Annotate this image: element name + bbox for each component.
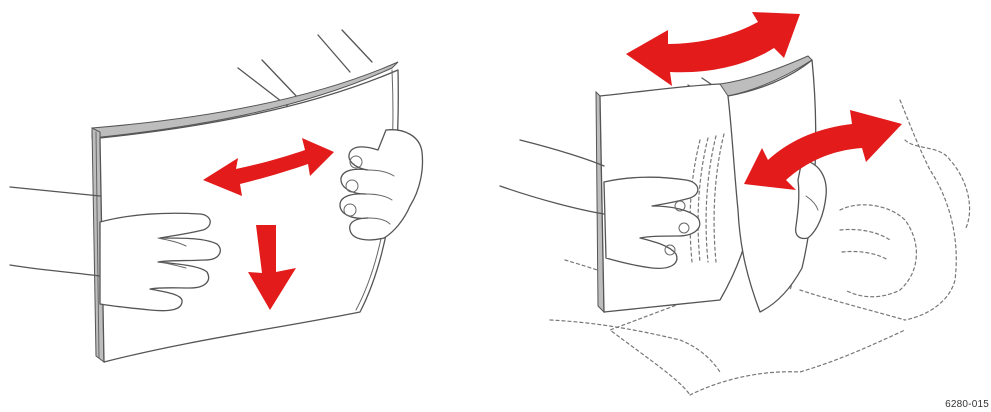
right-hand: [339, 129, 424, 241]
curved-double-arrow-top-icon: [626, 12, 800, 86]
flex-paper-stack-panel: [9, 29, 424, 364]
curved-double-arrow-right-icon: [744, 110, 902, 190]
left-hand: [9, 186, 221, 312]
down-arrow-icon: [248, 225, 296, 310]
fan-paper-stack-panel: [499, 12, 971, 396]
fan-left-hand: [499, 139, 701, 270]
horizontal-double-arrow-icon: [203, 138, 334, 196]
flex-arrows: [203, 138, 334, 310]
figure-code: 6280-015: [945, 399, 989, 410]
fan-right-hand: [794, 159, 827, 240]
fan-arrows: [626, 12, 902, 190]
